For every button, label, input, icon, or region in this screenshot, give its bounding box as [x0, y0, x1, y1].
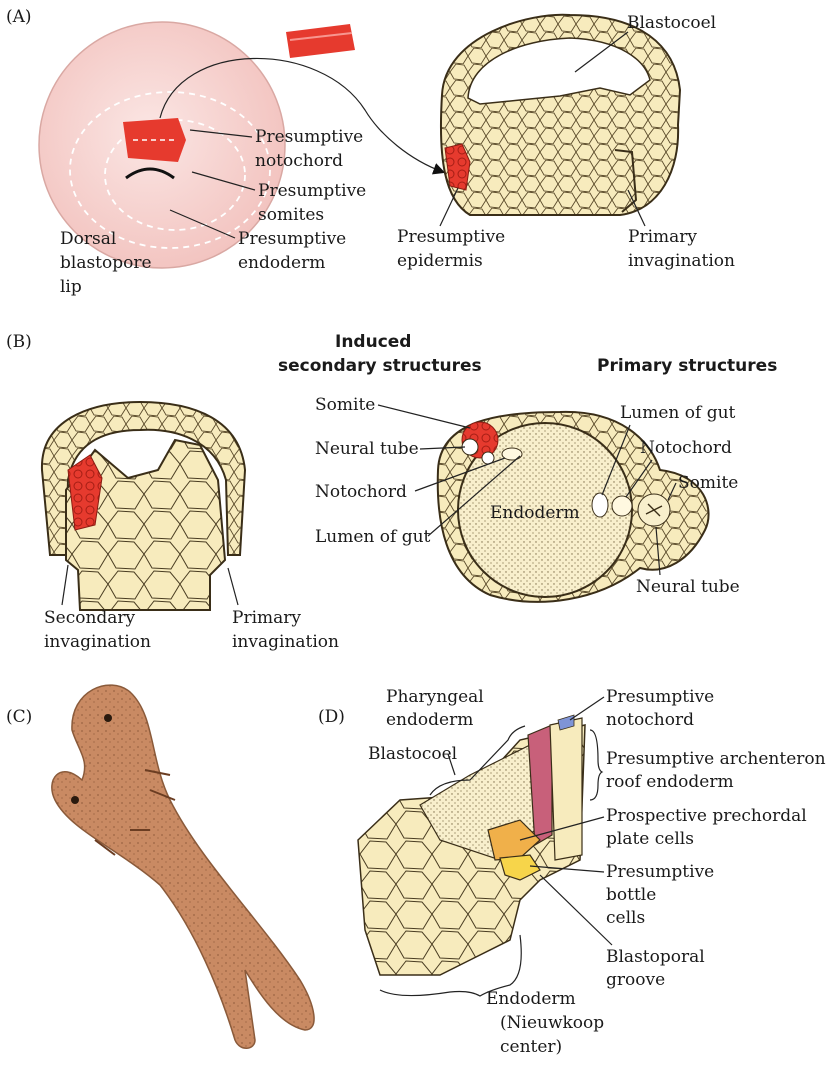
blastocoel-cavity-a [467, 37, 651, 105]
label-pharyngeal-endoderm-2: endoderm [386, 710, 473, 730]
label-secondary-invagination-2: invagination [44, 632, 151, 652]
double-invagination-embryo [40, 400, 247, 611]
archenteron-roof-cells [549, 717, 583, 861]
label-neural-tube-right: Neural tube [636, 577, 740, 597]
panel-c-label: (C) [6, 707, 32, 727]
label-presumptive-endoderm-1: Presumptive [238, 229, 346, 249]
label-endoderm-nieuwkoop-1: Endoderm [486, 989, 576, 1009]
header-primary-structures: Primary structures [597, 356, 777, 376]
label-presumptive-epidermis-1: Presumptive [397, 227, 505, 247]
label-lumen-left: Lumen of gut [315, 527, 431, 547]
label-primary-invagination-a-2: invagination [628, 251, 735, 271]
header-induced-2: secondary structures [278, 356, 482, 376]
panel-b-label: (B) [6, 332, 32, 352]
panel-d-label: (D) [318, 707, 345, 727]
label-endoderm-nieuwkoop-3: center) [500, 1037, 562, 1057]
twinned-embryo-section [436, 410, 710, 603]
label-presumptive-notochord-2: notochord [255, 151, 343, 171]
label-somite-right: Somite [678, 473, 738, 493]
label-primary-invagination-a-1: Primary [628, 227, 697, 247]
bottle-cells [499, 854, 541, 881]
label-neural-tube-left: Neural tube [315, 439, 419, 459]
conjoined-tadpole [51, 684, 315, 1049]
endoderm-bracket [379, 934, 522, 997]
label-lumen-right: Lumen of gut [620, 403, 736, 423]
label-endoderm: Endoderm [490, 503, 580, 523]
transplant-arrow [159, 57, 446, 175]
graft-cells-b [67, 454, 103, 531]
label-pharyngeal-endoderm-1: Pharyngeal [386, 687, 484, 707]
label-endoderm-nieuwkoop-2: (Nieuwkoop [500, 1013, 604, 1033]
host-gastrula-a [439, 13, 682, 216]
prechordal-plate-cells [487, 819, 541, 861]
panel-a-label: (A) [6, 7, 32, 27]
label-presumptive-endoderm-2: endoderm [238, 253, 325, 273]
label-dorsal-lip-3: lip [60, 277, 82, 297]
fate-boundary-inner [104, 119, 246, 231]
eye-upper [104, 714, 112, 722]
secondary-notochord [501, 447, 523, 461]
label-primary-invagination-b-2: invagination [232, 632, 339, 652]
fate-boundary-outer [69, 91, 271, 249]
label-blastoporal-groove-2: groove [606, 970, 665, 990]
label-archenteron-roof-2: roof endoderm [606, 772, 734, 792]
excised-graft [286, 24, 355, 58]
blastopore-lip-mark [125, 167, 175, 180]
header-induced-1: Induced [335, 332, 411, 352]
label-bottle-cells-1: Presumptive [606, 862, 714, 882]
label-blastocoel-a: Blastocoel [627, 13, 716, 33]
eye-lower [71, 796, 79, 804]
label-notochord-left: Notochord [315, 482, 407, 502]
label-dorsal-lip-2: blastopore [60, 253, 152, 273]
label-prechordal-plate-1: Prospective prechordal [606, 806, 807, 826]
label-presumptive-epidermis-2: epidermis [397, 251, 483, 271]
label-bottle-cells-2: bottle [606, 885, 656, 905]
primary-gut-lumen [591, 492, 609, 518]
label-blastoporal-groove-1: Blastoporal [606, 947, 705, 967]
primary-notochord [611, 495, 633, 517]
label-primary-invagination-b-1: Primary [232, 608, 301, 628]
label-presumptive-notochord-d-1: Presumptive [606, 687, 714, 707]
label-notochord-right: Notochord [640, 438, 732, 458]
label-secondary-invagination-1: Secondary [44, 608, 136, 628]
label-somite-left: Somite [315, 395, 375, 415]
dorsal-lip-section [357, 714, 586, 976]
label-archenteron-roof-1: Presumptive archenteron [606, 749, 826, 769]
graft-cells-a [444, 143, 471, 191]
label-bottle-cells-3: cells [606, 908, 645, 928]
label-blastocoel-d: Blastocoel [368, 744, 457, 764]
notochord-cells [527, 724, 553, 847]
label-presumptive-notochord-d-2: notochord [606, 710, 694, 730]
label-presumptive-somites-2: somites [258, 205, 324, 225]
label-presumptive-notochord-1: Presumptive [255, 127, 363, 147]
label-dorsal-lip-1: Dorsal [60, 229, 116, 249]
label-prechordal-plate-2: plate cells [606, 829, 694, 849]
label-presumptive-somites-1: Presumptive [258, 181, 366, 201]
